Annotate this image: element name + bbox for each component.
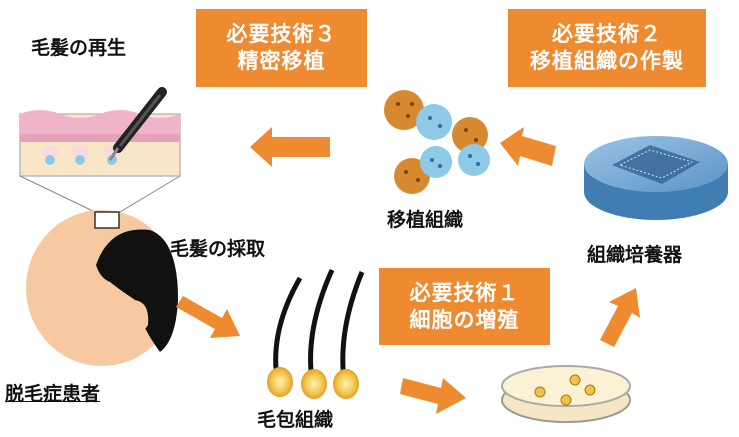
hair-harvest-label: 毛髪の採取 [170,238,266,260]
follicle-tissue-label: 毛包組織 [257,409,334,431]
petri-dish-icon [501,365,631,423]
culture-vessel-label: 組織培養器 [587,244,683,266]
tech3-subtitle: 精密移植 [237,49,326,73]
arrow-vessel-to-graft [500,127,556,166]
hair-regeneration-label: 毛髪の再生 [31,37,127,59]
tech3-box: 必要技術３ 精密移植 [196,9,367,87]
tech1-title: 必要技術１ [409,280,520,305]
tech2-box: 必要技術２ 移植組織の作製 [508,9,706,87]
graft-tissue-icon [384,90,490,194]
arrow-to-skin [250,127,330,167]
flow-arrows [176,127,640,414]
implanter-pen-icon [108,87,167,161]
zoom-box [94,211,120,229]
tech1-subtitle: 細胞の増殖 [409,307,520,332]
tech3-title: 必要技術３ [226,22,337,46]
tech2-title: 必要技術２ [552,22,662,46]
graft-tissue-label: 移植組織 [387,209,464,231]
bald-patient-label: 脱毛症患者 [5,383,101,405]
bald-patient-head-icon [26,210,178,366]
arrow-dish-to-vessel [600,288,640,347]
tech1-box: 必要技術１ 細胞の増殖 [379,268,550,345]
arrow-head-to-follicle [176,296,240,338]
tissue-culture-vessel-icon [584,136,728,220]
skin-section-icon [19,87,181,177]
arrow-follicle-to-dish [400,378,466,414]
tech2-subtitle: 移植組織の作製 [530,49,684,73]
hair-follicles-icon [267,268,365,399]
